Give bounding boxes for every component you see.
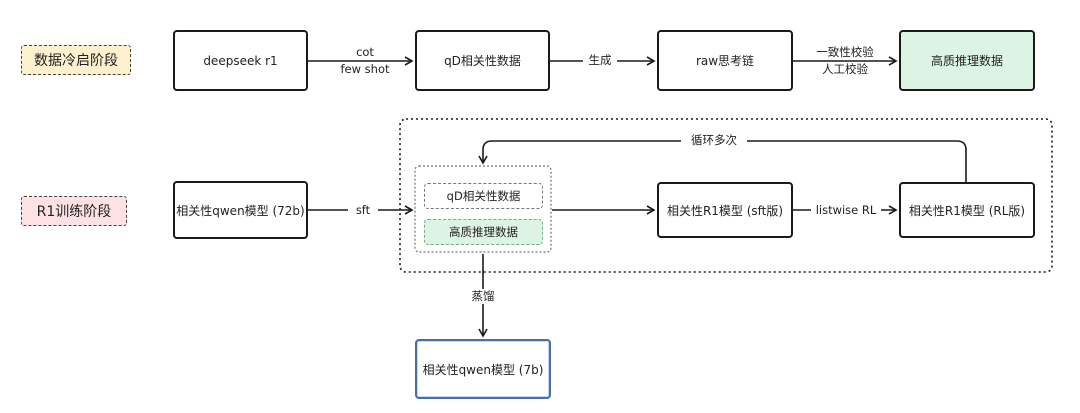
node-inner-hq-data: 高质推理数据 [424,219,543,245]
node-deepseek-r1: deepseek r1 [173,30,308,91]
edge-label-distill: 蒸馏 [466,289,500,304]
edge-label-loop: 循环多次 [681,133,747,148]
edge-label-few-shot: few shot [333,62,397,77]
node-qwen-72b: 相关性qwen模型 (72b) [173,181,308,239]
node-raw-chain: raw思考链 [657,30,793,91]
node-qd-data: qD相关性数据 [415,30,550,91]
edge-label-sft: sft [348,203,378,218]
edge-label-consistency: 一致性校验 [813,45,877,60]
node-qwen-7b: 相关性qwen模型 (7b) [415,339,551,399]
node-r1-rl: 相关性R1模型 (RL版) [899,182,1035,238]
edge-label-cot: cot [345,45,385,60]
node-inner-qd-data: qD相关性数据 [424,183,543,209]
node-hq-data: 高质推理数据 [899,30,1035,91]
node-r1-sft: 相关性R1模型 (sft版) [657,182,793,238]
edge-label-manual: 人工校验 [817,62,873,77]
edge-label-generate: 生成 [583,53,617,68]
stage-label-r1-training: R1训练阶段 [21,196,127,226]
edge-label-listwise-rl: listwise RL [811,203,881,218]
stage-label-cold-start: 数据冷启阶段 [21,45,131,75]
